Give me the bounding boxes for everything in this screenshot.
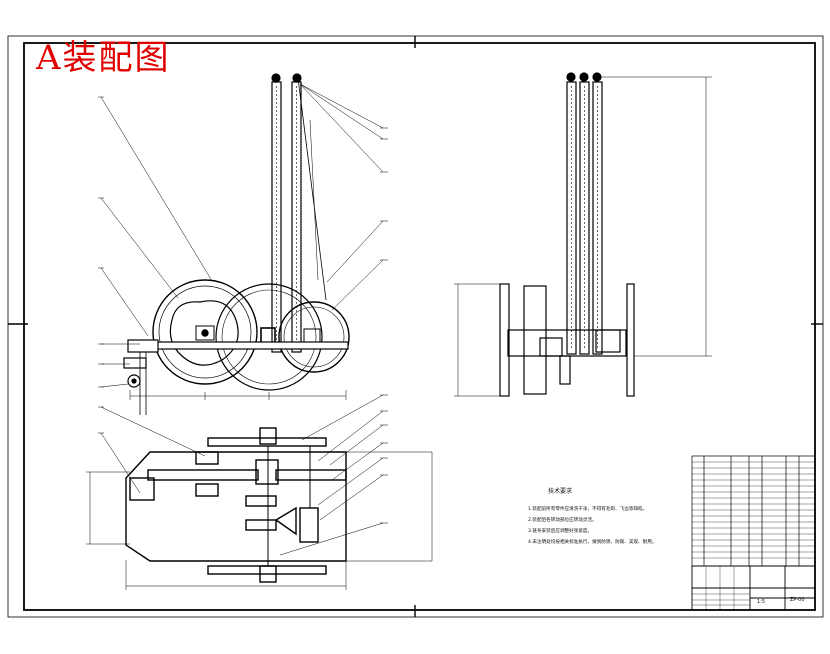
side-view xyxy=(454,72,712,397)
parts-list xyxy=(691,455,816,567)
balloon-marks xyxy=(98,96,388,524)
middle-wheel xyxy=(215,283,323,391)
notes-title: 技术要求 xyxy=(548,488,573,495)
centering-marks xyxy=(8,36,823,617)
front-dimensions xyxy=(129,390,347,400)
inner-frame xyxy=(23,42,816,611)
right-wheel xyxy=(278,301,350,373)
plan-view xyxy=(86,427,433,590)
outer-frame xyxy=(7,35,824,618)
drawing-number: ZP-00 xyxy=(790,597,805,603)
note-line: 1.装配前所有零件应清洗干净，不得有毛刺、飞边等缺陷。 xyxy=(528,507,648,512)
note-line: 4.未注明处均按相关标准执行，做到防锈、防腐、美观、耐用。 xyxy=(528,540,657,545)
front-shaft xyxy=(123,339,349,415)
front-chain-columns xyxy=(271,73,327,353)
front-view xyxy=(123,73,350,415)
leader-lines-front xyxy=(100,83,384,556)
note-line: 2.装配后各转动部位应转动灵活。 xyxy=(528,518,597,523)
large-wheel xyxy=(152,279,258,385)
note-line: 3.链条安装后应调整好张紧度。 xyxy=(528,529,593,534)
drawing-title-stamp: A装配图 xyxy=(36,38,171,78)
title-block xyxy=(691,565,816,611)
technical-notes: 技术要求 1.装配前所有零件应清洗干净，不得有毛刺、飞边等缺陷。 2.装配后各转… xyxy=(528,488,678,548)
drawing-scale: 1:5 xyxy=(757,599,766,605)
